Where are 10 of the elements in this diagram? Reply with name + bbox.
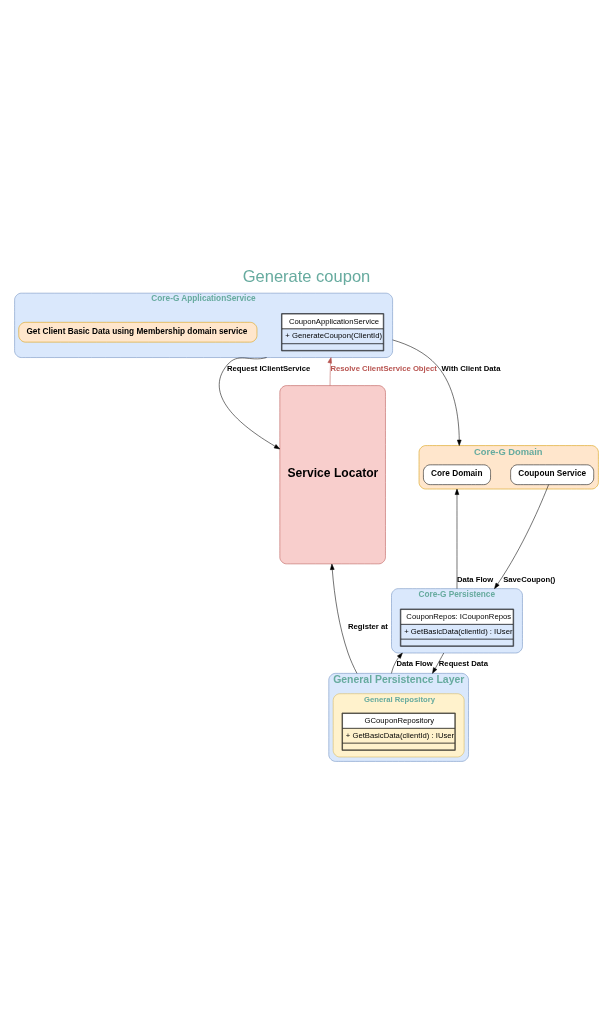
arrow — [219, 357, 281, 450]
arrow — [327, 357, 332, 386]
arrow — [432, 652, 445, 674]
node-box: Service Locator — [279, 385, 386, 565]
arrow — [330, 563, 358, 674]
arrow — [392, 339, 462, 446]
arrow — [391, 652, 403, 674]
arrow — [454, 488, 460, 589]
diagram-title: Generate coupon — [242, 266, 371, 285]
arrow — [494, 484, 549, 589]
